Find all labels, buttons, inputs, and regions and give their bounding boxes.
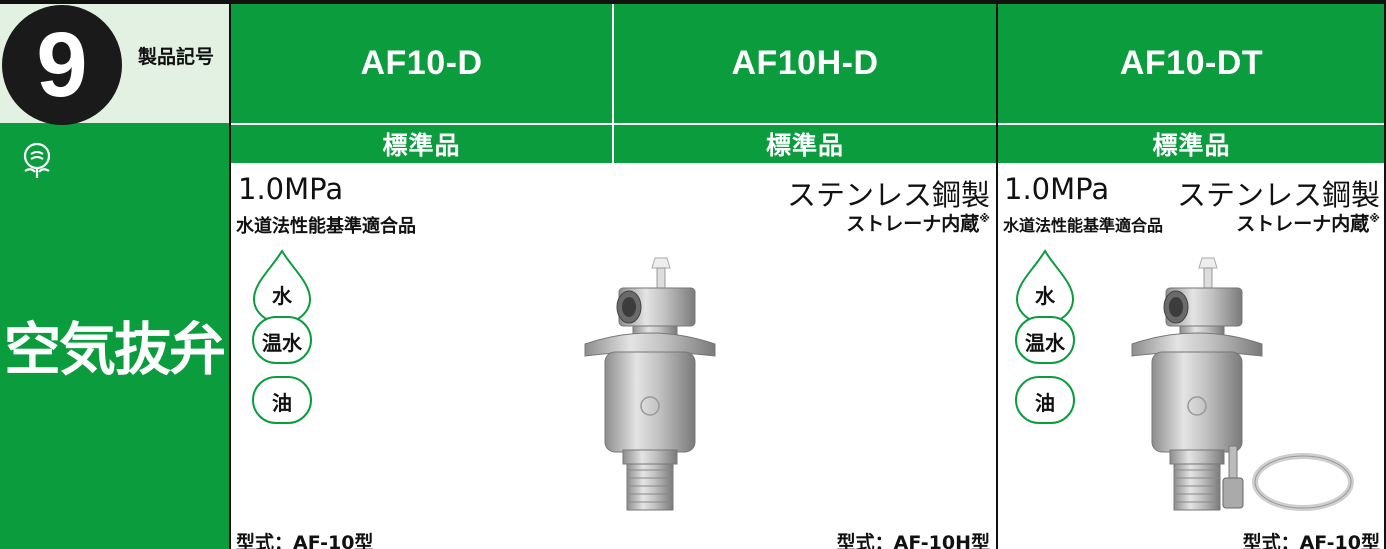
- divider-line: [230, 123, 1386, 125]
- product-code-1: AF10-D: [230, 4, 613, 123]
- strainer-2: ストレーナ内蔵※: [846, 212, 990, 235]
- water-drop-icon: [252, 376, 312, 424]
- standard-label-1: 標準品: [230, 125, 613, 163]
- hose-accessory-photo: [1222, 445, 1354, 511]
- medium-badge-oil-1: 油: [245, 370, 319, 444]
- air-valve-photo: [1131, 257, 1263, 511]
- leaf-logo-icon: [23, 142, 51, 178]
- medium-badge-hot-water-1: 温水: [245, 310, 319, 384]
- certification-3: 水道法性能基準適合品: [1003, 216, 1164, 235]
- medium-badge-hot-water-3: 温水: [1008, 310, 1082, 384]
- certification-1: 水道法性能基準適合品: [236, 216, 416, 237]
- divider-line: [996, 4, 998, 549]
- divider-line: [612, 4, 614, 164]
- logo: [20, 141, 54, 181]
- divider-line: [229, 4, 231, 549]
- pressure-rating-3: 1.0MPa: [1004, 172, 1110, 206]
- category-title: 空気抜弁: [4, 317, 226, 383]
- product-code-2: AF10H-D: [613, 4, 997, 123]
- water-drop-icon: [1015, 316, 1075, 364]
- air-valve-photo: [584, 257, 716, 511]
- standard-label-2: 標準品: [613, 125, 997, 163]
- water-drop-icon: [1015, 376, 1075, 424]
- pressure-rating-1: 1.0MPa: [238, 172, 344, 206]
- code-label: 製品記号: [137, 46, 214, 68]
- product-code-3: AF10-DT: [997, 4, 1386, 123]
- model-1: 型式：AF-10型: [236, 532, 374, 549]
- strainer-3: ストレーナ内蔵※: [1236, 212, 1380, 235]
- divider-line: [1384, 4, 1386, 549]
- material-2: ステンレス鋼製: [786, 178, 990, 212]
- standard-label-3: 標準品: [997, 125, 1386, 163]
- model-3: 型式：AF-10型: [1242, 532, 1380, 549]
- material-3: ステンレス鋼製: [1176, 178, 1380, 212]
- model-2: 型式：AF-10H型: [836, 532, 990, 549]
- section-number-badge: 9: [2, 5, 122, 125]
- category-column: [0, 123, 230, 549]
- medium-badge-oil-3: 油: [1008, 370, 1082, 444]
- water-drop-icon: [252, 316, 312, 364]
